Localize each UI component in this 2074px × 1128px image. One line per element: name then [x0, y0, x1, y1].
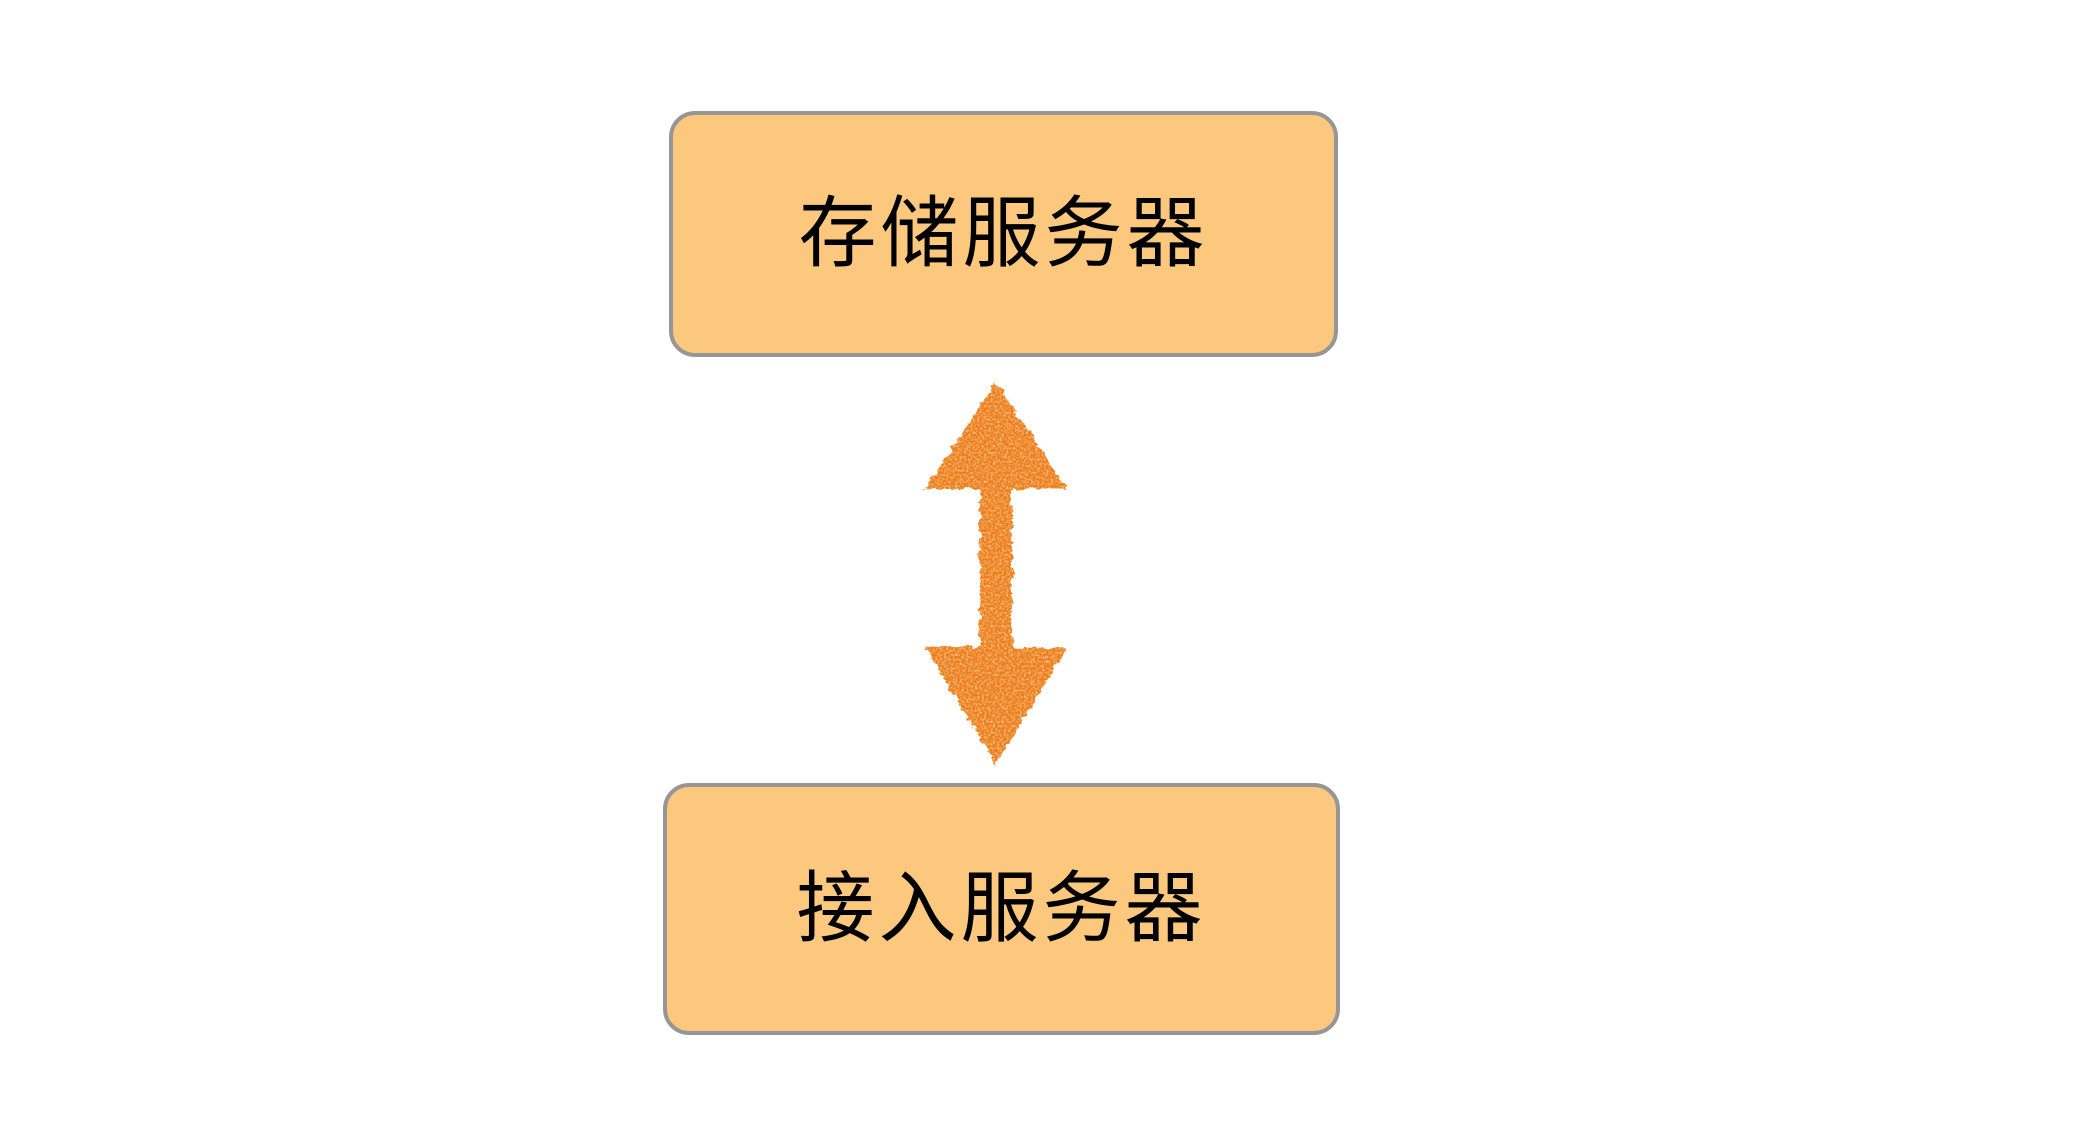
node-access-server[interactable]: 接入服务器	[663, 783, 1340, 1035]
arrowhead-up	[925, 382, 1067, 489]
arrowhead-down	[925, 647, 1067, 764]
node-storage-server-label: 存储服务器	[798, 189, 1209, 279]
arrow-body	[925, 382, 1067, 764]
node-storage-server[interactable]: 存储服务器	[669, 111, 1338, 357]
connector-storage-access-bidirectional-arrow	[900, 370, 1100, 780]
arrow-shaft	[980, 482, 1012, 652]
node-access-server-label: 接入服务器	[796, 864, 1207, 954]
